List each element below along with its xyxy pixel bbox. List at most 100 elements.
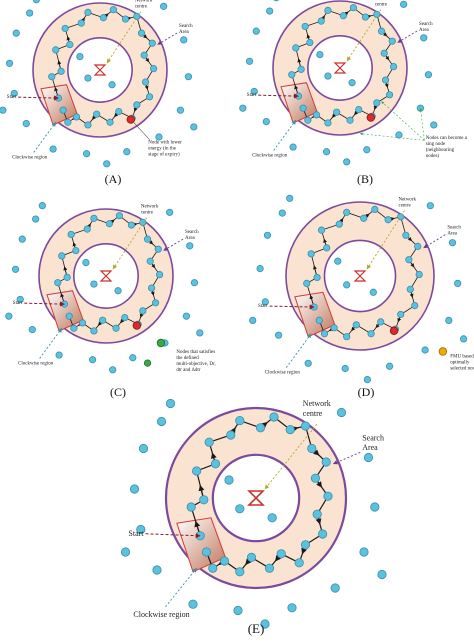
- clockwise-region-label-line: Clockwise region: [252, 153, 288, 158]
- start-arrow: [18, 95, 59, 101]
- path-node: [99, 14, 107, 22]
- outer-node: [454, 279, 462, 287]
- centre-node: [76, 52, 84, 61]
- path-node: [299, 104, 307, 112]
- path-node: [381, 76, 390, 84]
- outer-node: [152, 565, 162, 575]
- path-node: [115, 107, 123, 116]
- outer-boundary: [272, 0, 408, 136]
- clockwise-region-label: Clockwise region: [12, 155, 48, 160]
- low-energy-leader: [133, 122, 150, 140]
- network-centre-label-line: Network: [375, 0, 393, 2]
- path-node: [300, 421, 311, 431]
- path-node: [367, 330, 375, 338]
- path-node: [186, 502, 196, 512]
- centre-node: [114, 287, 122, 295]
- outer-node: [260, 619, 270, 629]
- outer-node: [32, 0, 40, 4]
- outer-node: [5, 59, 14, 67]
- path-node: [402, 231, 410, 239]
- outer-node: [363, 375, 371, 384]
- path-node: [397, 213, 405, 221]
- outer-node: [445, 316, 453, 324]
- outer-node: [430, 121, 438, 129]
- path-node: [141, 78, 150, 86]
- outer-node: [11, 265, 20, 273]
- path-node: [64, 118, 72, 126]
- outer-node: [249, 316, 257, 324]
- outer-node: [424, 71, 433, 79]
- centre-node: [235, 504, 245, 514]
- outer-node: [448, 239, 457, 247]
- path-node: [300, 540, 311, 550]
- outer-boundary: [285, 201, 435, 351]
- outer-node: [5, 312, 13, 320]
- path-node: [335, 220, 343, 228]
- path-node: [210, 459, 221, 469]
- path-node: [90, 327, 98, 335]
- start-label-line: Start: [128, 529, 144, 538]
- path-node: [333, 108, 341, 116]
- path-node: [121, 313, 129, 322]
- path-node: [315, 316, 323, 324]
- path-node: [310, 473, 320, 483]
- outer-boundary: [32, 2, 168, 138]
- centre-node: [343, 281, 351, 289]
- outer-node: [186, 242, 194, 250]
- clockwise-region-label: Clockwise region: [252, 153, 288, 158]
- search-area-label-line: Area: [185, 236, 195, 241]
- path-node: [58, 252, 66, 260]
- path-node: [323, 244, 331, 252]
- start-label: Start: [247, 93, 257, 98]
- clockwise-region-label-line: Clockwise region: [18, 361, 54, 366]
- path-node: [317, 226, 326, 234]
- path-node: [121, 15, 130, 23]
- start-label-line: Start: [13, 301, 23, 306]
- outer-node: [38, 202, 46, 210]
- outer-node: [330, 583, 340, 593]
- outer-node: [165, 398, 176, 409]
- clockwise-region-label: Clockwise region: [265, 371, 301, 376]
- path-node: [127, 221, 136, 229]
- outer-node: [420, 34, 428, 42]
- outer-node: [370, 502, 380, 512]
- neighbour-arrow: [381, 101, 425, 141]
- path-node: [323, 491, 333, 501]
- path-node: [297, 65, 305, 73]
- path-node: [137, 29, 146, 37]
- outer-node: [12, 29, 20, 37]
- path-node: [199, 495, 209, 505]
- outer-node: [304, 359, 312, 367]
- path-node: [264, 563, 275, 573]
- outer-node: [22, 120, 30, 128]
- path-node: [303, 279, 311, 287]
- centre-node: [334, 257, 342, 265]
- path-node: [147, 284, 156, 292]
- path-node: [52, 46, 60, 54]
- path-node: [307, 250, 315, 258]
- low-energy-label-line: energy (in the: [148, 147, 176, 152]
- path-node: [112, 324, 120, 332]
- path-node: [397, 310, 405, 319]
- network-centre-label-line: Network: [398, 198, 416, 203]
- outer-node: [26, 9, 34, 17]
- outer-node: [286, 194, 294, 202]
- low-energy-node: [389, 326, 399, 335]
- centre-node: [324, 72, 332, 80]
- outer-node: [256, 264, 264, 273]
- path-node: [317, 17, 325, 25]
- outer-node: [459, 335, 468, 343]
- clockwise-region-label-line: Clockwise region: [133, 610, 189, 619]
- path-node: [339, 12, 347, 20]
- network-centre-label-line: centre: [135, 5, 148, 10]
- path-node: [140, 51, 148, 59]
